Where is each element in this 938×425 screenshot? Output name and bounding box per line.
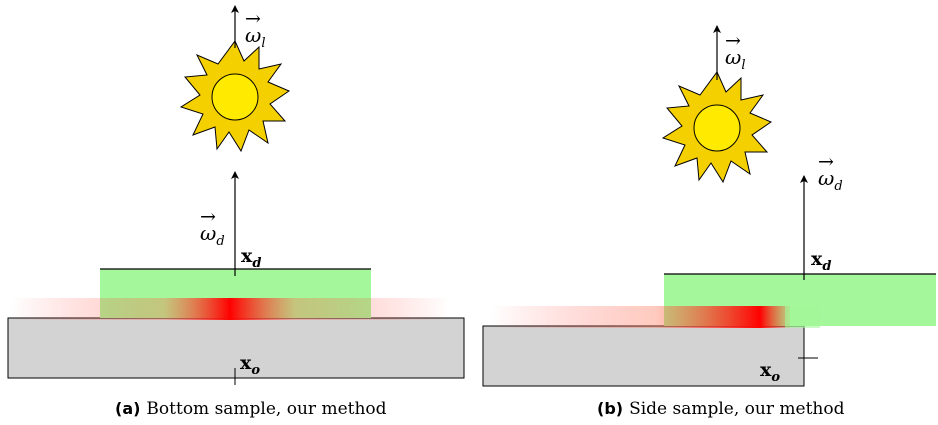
- caption-b: (b)Side sample, our method: [597, 399, 845, 419]
- xo-label-b: xo: [760, 359, 780, 385]
- scatter-glow-a: [10, 298, 450, 320]
- scatter-tail-b: [785, 306, 820, 328]
- omega-l-vec-a: →: [245, 8, 261, 30]
- slab-a: [7, 317, 465, 379]
- sun-a: [179, 40, 291, 153]
- xd-label-b: xd: [811, 248, 831, 274]
- sun-core-b: [693, 104, 741, 152]
- omega-d-label-b: ωd: [818, 166, 843, 194]
- omega-l-vec-b: →: [725, 30, 741, 52]
- sun-core-a: [211, 73, 259, 121]
- omega-d-label-a: ωd: [200, 221, 225, 249]
- slab-b: [482, 325, 805, 387]
- xo-label-a: xo: [240, 352, 260, 378]
- omega-l-label-a: ωl: [245, 23, 265, 51]
- panel-b: ωl → ωd → xd xo (b)Side sample, our meth…: [482, 25, 936, 419]
- panel-a: ωl → ωd → xd xo (a)Bottom sample, our me…: [7, 5, 465, 419]
- omega-d-vec-b: →: [818, 151, 834, 173]
- xd-label-a: xd: [241, 245, 261, 271]
- omega-l-label-b: ωl: [725, 45, 745, 73]
- sun-b: [661, 71, 773, 184]
- scatter-glow-b: [490, 306, 790, 328]
- caption-a: (a)Bottom sample, our method: [115, 399, 387, 419]
- omega-d-vec-a: →: [200, 206, 216, 228]
